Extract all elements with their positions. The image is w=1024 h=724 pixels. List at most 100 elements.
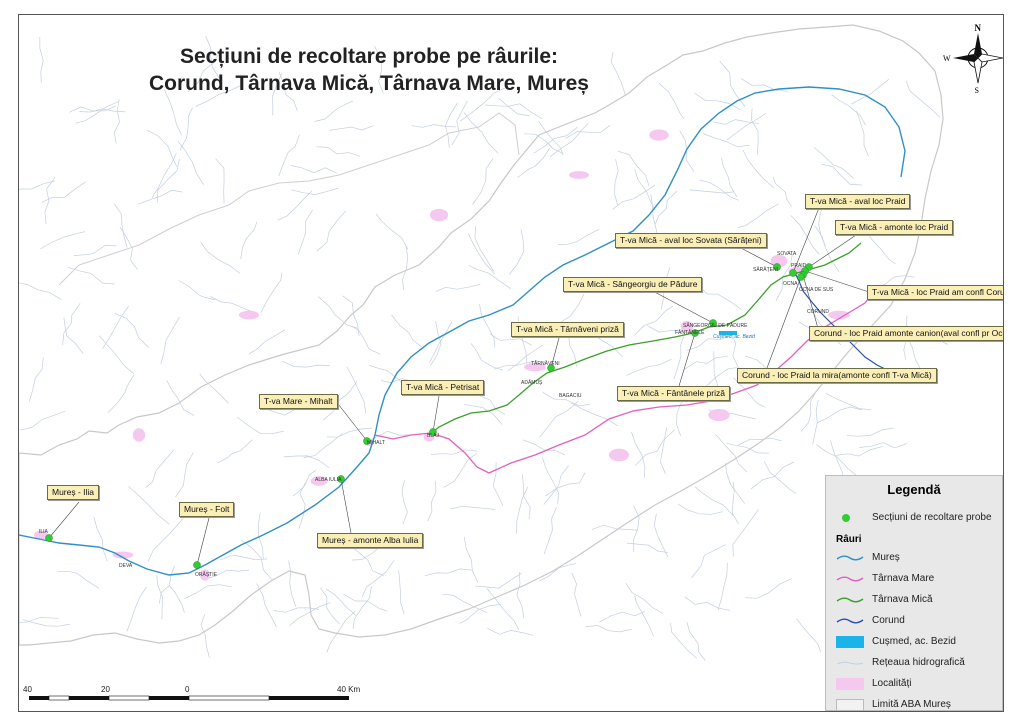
stream [737, 437, 782, 446]
stream [486, 588, 520, 630]
stream [297, 209, 313, 255]
stream [282, 360, 330, 368]
stream [366, 430, 412, 443]
stream [467, 233, 496, 275]
stream [463, 403, 503, 425]
leader-line [678, 332, 696, 387]
stream [314, 100, 353, 122]
river-corund [794, 272, 890, 372]
stream [62, 303, 81, 345]
label-mures-folt: Mureș - Folt [179, 502, 235, 517]
stream [278, 71, 298, 112]
stream [41, 181, 87, 203]
stream [516, 571, 525, 619]
scale-tick-40: 40 [23, 685, 32, 694]
stream [684, 596, 731, 611]
stream [160, 316, 180, 364]
stream [740, 78, 788, 92]
stream [316, 146, 361, 157]
stream [694, 486, 735, 517]
stream [524, 133, 564, 154]
stream [424, 568, 472, 577]
legend-network-icon [836, 661, 864, 665]
stream [107, 374, 135, 413]
scale-tick-0: 0 [185, 685, 190, 694]
stream [670, 622, 697, 659]
stream [905, 80, 941, 118]
stream [702, 133, 750, 148]
stream [298, 482, 306, 529]
leader-line [550, 337, 560, 369]
stream [859, 442, 907, 449]
stream [653, 513, 669, 558]
legend-sampling-label: Secțiuni de recoltare probe [872, 512, 992, 523]
stream [236, 416, 284, 435]
town-sovata: SOVATA [777, 251, 797, 257]
sampling-point[interactable] [547, 364, 555, 372]
stream [699, 179, 739, 201]
locality-patch [132, 428, 146, 442]
legend-mures-label: Mureș [872, 552, 900, 563]
locality-patch [34, 530, 48, 540]
stream [543, 507, 557, 555]
leader-line [802, 274, 820, 333]
legend-lake-swatch [836, 636, 864, 648]
legend-boundary-swatch [836, 699, 864, 711]
sampling-point[interactable] [709, 319, 717, 327]
town-fantanele: FÂNTÂNELE [675, 330, 705, 336]
stream [725, 463, 745, 504]
label-mures-alba: Mureș - amonte Alba Iulia [317, 533, 424, 548]
legend-boundary-label: Limită ABA Mureș [872, 699, 951, 710]
label-tmica-praid-aval: T-va Mică - aval loc Praid [805, 194, 911, 209]
sampling-point[interactable] [429, 428, 437, 436]
sampling-point[interactable] [193, 561, 201, 569]
town-sangeorgiu: SÂNGEORGIU DE PĂDURE [683, 323, 748, 329]
stream [102, 305, 129, 349]
sampling-point[interactable] [797, 273, 805, 281]
stream [19, 410, 66, 431]
stream [541, 456, 559, 505]
stream [145, 449, 174, 488]
stream [558, 228, 600, 245]
locality-patch [569, 171, 589, 179]
stream [200, 241, 241, 274]
stream [427, 480, 437, 522]
stream [303, 433, 343, 458]
stream [634, 305, 674, 336]
town-bagaciu: BAGACIU [559, 393, 582, 399]
stream [856, 110, 869, 157]
sampling-point[interactable] [773, 263, 781, 271]
localities-layer [34, 129, 850, 581]
label-corund-mira: Corund - loc Praid la mira(amonte confl … [737, 368, 937, 383]
stream [260, 272, 283, 313]
sampling-point[interactable] [363, 437, 371, 445]
label-tmica-tarnaveni: T-va Mică - Târnăveni priză [511, 322, 624, 337]
river-mures [19, 86, 906, 576]
stream [565, 125, 611, 139]
scale-tick-40km: 40 Km [337, 685, 361, 694]
stream [39, 36, 44, 83]
stream [278, 134, 300, 177]
sampling-point[interactable] [45, 534, 53, 542]
sampling-point[interactable] [337, 475, 345, 483]
stream [98, 335, 135, 375]
sampling-point[interactable] [789, 269, 797, 277]
stream [658, 82, 685, 120]
locality-patch [708, 408, 730, 422]
stream [726, 442, 769, 454]
stream [538, 563, 576, 582]
compass-s: S [975, 86, 979, 95]
stream [67, 266, 115, 285]
stream [835, 446, 883, 457]
town-orastie: ORĂȘTIE [195, 572, 217, 578]
legend-corund-label: Corund [872, 615, 905, 626]
sampling-point[interactable] [691, 329, 699, 337]
locality-patch [239, 310, 259, 320]
stream [634, 595, 654, 637]
leader-line [792, 207, 820, 274]
stream [75, 101, 119, 124]
stream [290, 165, 337, 174]
stream [543, 465, 569, 505]
stream [744, 578, 792, 599]
stream [93, 516, 108, 562]
